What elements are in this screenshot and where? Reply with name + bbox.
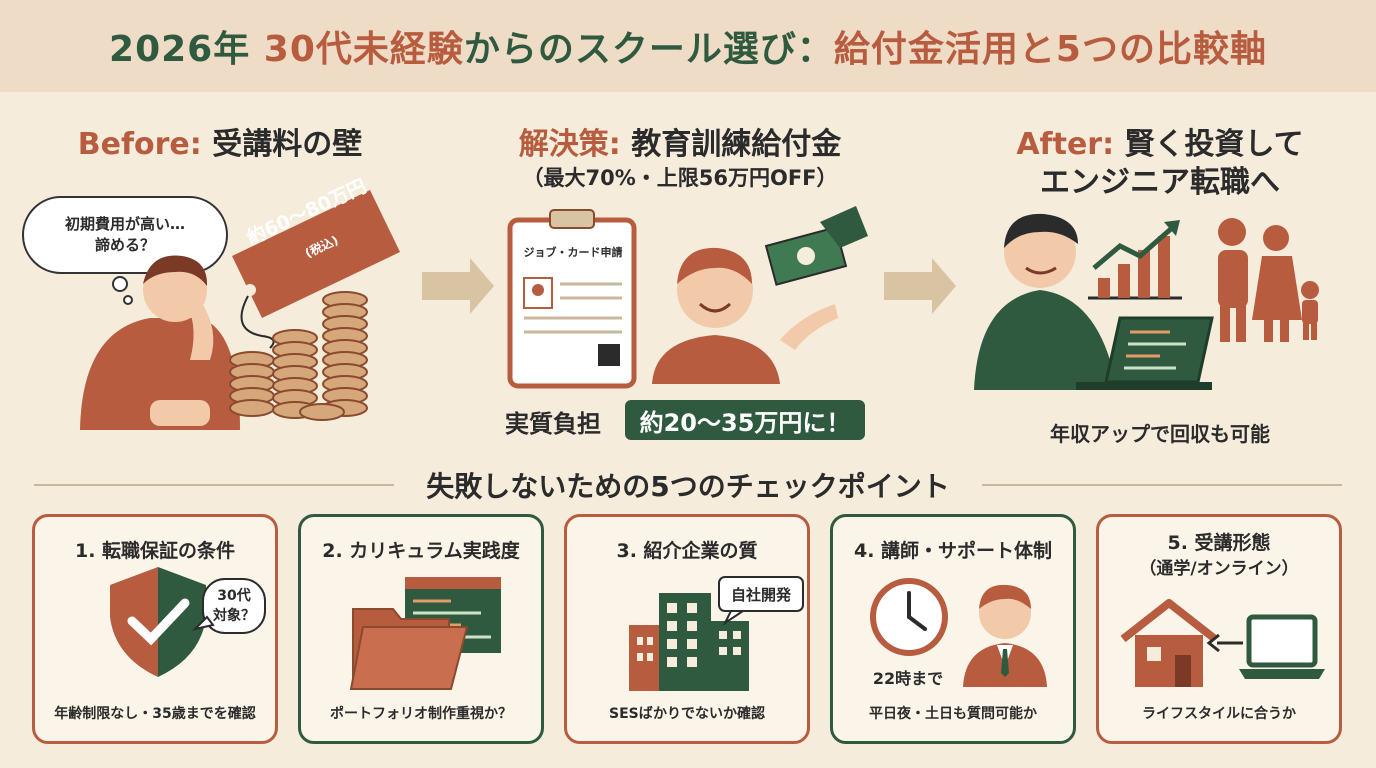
thought-line-1: 初期費用が高い…: [64, 215, 185, 233]
thought-line-2: 諦める？: [94, 236, 155, 254]
card-1-bubble-line-2: 対象？: [213, 608, 255, 624]
buildings-icon: [629, 576, 804, 691]
checkpoint-card-5: 5. 受講形態 （通学/オンライン） ライフスタイルに合うか: [1096, 514, 1342, 744]
cash-icon: [764, 206, 868, 286]
worried-man-icon: [80, 255, 240, 430]
arrow-right-icon-1: [422, 258, 494, 314]
title-end: 給付金活用と5つの比較軸: [833, 29, 1267, 70]
divider-left: [34, 484, 394, 486]
card-2-foot: ポートフォリオ制作重視か？: [330, 706, 512, 722]
burden-label: 実質負担: [505, 410, 601, 438]
family-icon: [1218, 218, 1319, 342]
after-section: After: 賢く投資して エンジニア転職へ: [960, 112, 1360, 452]
card-4-foot: 平日夜・土日も質問可能か: [869, 706, 1037, 722]
mentor-icon: [963, 584, 1047, 687]
after-title-line-1: 賢く投資して: [1124, 127, 1304, 162]
card-5-foot: ライフスタイルに合うか: [1142, 706, 1296, 722]
before-section: Before: 受講料の壁: [30, 112, 410, 452]
growth-chart-icon: [1088, 220, 1182, 300]
card-3-bubble: 自社開発: [730, 586, 791, 604]
solution-heading: 解決策: 教育訓練給付金: [470, 126, 890, 164]
arrow-right-icon-2: [884, 258, 956, 314]
after-heading: After: 賢く投資して: [960, 126, 1360, 164]
after-label: After:: [1016, 127, 1115, 162]
divider-right: [982, 484, 1342, 486]
title-target: 30代未経験: [263, 29, 464, 70]
engineer-icon: [974, 213, 1110, 390]
after-title-line-2: エンジニア転職へ: [1040, 165, 1280, 200]
shield-check-icon: [110, 567, 266, 677]
card-2-title: 2. カリキュラム実践度: [322, 540, 520, 562]
card-1-foot: 年齢制限なし・35歳までを確認: [54, 706, 256, 722]
speech-bubble: [718, 576, 804, 612]
checkpoint-card-3: 3. 紹介企業の質 自社開発 SESばかりでないか確認: [564, 514, 810, 744]
laptop-icon: [1239, 614, 1325, 679]
thought-dot-2: [123, 295, 133, 305]
after-caption: 年収アップで回収も可能: [1050, 422, 1270, 446]
card-1-bubble-line-1: 30代: [217, 588, 251, 604]
card-5-title: 5. 受講形態: [1167, 532, 1271, 554]
card-5-title-line-2: （通学/オンライン）: [1139, 559, 1299, 579]
checkpoint-card-4: 4. 講師・サポート体制 22時まで 平日夜・土日も質問可能か: [830, 514, 1076, 744]
title-middle: からのスクール選び：: [463, 29, 834, 70]
solution-label: 解決策:: [518, 127, 621, 162]
house-icon: [1120, 599, 1218, 687]
folder-code-icon: [349, 577, 501, 690]
hero-illustrations: [80, 190, 1319, 430]
before-title: 受講料の壁: [212, 127, 363, 162]
solution-subtitle: （最大70%・上限56万円OFF）: [522, 166, 838, 190]
card-3-title: 3. 紹介企業の質: [616, 540, 758, 562]
card-1-title: 1. 転職保証の条件: [74, 540, 236, 562]
coin-stacks-icon: [229, 291, 368, 421]
laptop-icon: [1076, 316, 1214, 390]
before-label: Before:: [77, 127, 202, 162]
page-title: 2026年 30代未経験からのスクール選び：給付金活用と5つの比較軸: [109, 20, 1267, 72]
arrow-left-icon: [1206, 633, 1243, 653]
card-4-title: 4. 講師・サポート体制: [853, 540, 1053, 562]
speech-bubble: [202, 578, 266, 634]
checkpoint-card-1: 1. 転職保証の条件 30代 対象？ 年齢制限なし・35歳までを確認: [32, 514, 278, 744]
happy-person-icon: [652, 247, 838, 384]
title-banner: 2026年 30代未経験からのスクール選び：給付金活用と5つの比較軸: [0, 0, 1376, 92]
clock-and-mentor-icon: [870, 578, 1047, 687]
house-laptop-icon: [1120, 599, 1325, 687]
clock-icon: [870, 578, 948, 656]
before-heading: Before: 受講料の壁: [30, 126, 410, 164]
card-4-clock-label: 22時まで: [872, 669, 944, 688]
thought-dot-1: [112, 276, 128, 292]
solution-section: 解決策: 教育訓練給付金 （最大70%・上限56万円OFF）: [470, 112, 890, 452]
clipboard-form-icon: [507, 209, 637, 389]
price-tag-icon: [232, 190, 400, 349]
checkpoint-card-2: 2. カリキュラム実践度 ポートフォリオ制作重視か？: [298, 514, 544, 744]
title-year: 2026年: [109, 29, 264, 70]
form-title: ジョブ・カード申請: [523, 246, 623, 259]
card-3-foot: SESばかりでないか確認: [608, 706, 765, 722]
burden-value: 約20〜35万円に！: [625, 400, 865, 440]
solution-title: 教育訓練給付金: [631, 127, 842, 162]
checkpoints-title: 失敗しないための5つのチェックポイント: [426, 470, 950, 503]
